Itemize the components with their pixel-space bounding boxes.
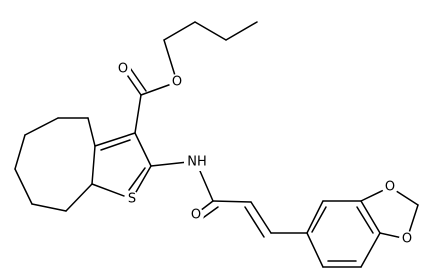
atom-label-dioxole-bottom-oxygen: O — [402, 232, 412, 247]
bond-carbonyl-carbon-c3 — [134, 94, 142, 134]
bond-c6-c7 — [14, 134, 26, 170]
atom-mask-amide-nitrogen — [184, 154, 210, 171]
bond-nitrogen-amide-carbon — [199, 170, 214, 202]
bond-amide-carbon-alkene — [212, 200, 252, 203]
bond-lines — [14, 21, 419, 268]
bond-c3a-c4 — [87, 117, 96, 147]
bond-c9-c8a — [65, 183, 93, 212]
atom-mask-dioxole-bottom-oxygen — [399, 231, 415, 247]
bond-aryl-c6-c1 — [306, 232, 324, 268]
bond-c3a-c8a — [91, 145, 96, 185]
bond-c2-c8a-aromatic-inner — [128, 167, 146, 191]
bond-c7-c8 — [14, 168, 33, 205]
bond-propyl-ch3-ch2 — [225, 21, 258, 41]
atom-mask-carbonyl-ester-oxygen — [115, 61, 131, 77]
bond-aryl-inner-left — [311, 206, 327, 233]
bond-c3-c2 — [134, 132, 152, 167]
atom-mask-dioxole-top-oxygen — [382, 179, 398, 195]
atom-mask-thiophene-sulfur — [124, 191, 140, 207]
atom-mask-amide-carbonyl-oxygen — [188, 207, 204, 223]
bond-aryl-c3-c4 — [360, 200, 381, 234]
bond-alkene-inner — [244, 206, 265, 238]
bond-c3-c3a-double — [94, 132, 136, 147]
atom-label-amide-carbonyl-oxygen: O — [191, 208, 201, 223]
atom-label-dioxole-top-oxygen: O — [385, 180, 395, 195]
bond-c8-c9 — [31, 203, 67, 212]
bond-c2-nitrogen — [150, 161, 189, 167]
atom-label-amide-nitrogen: NH — [187, 155, 207, 170]
bond-c5-c6 — [24, 117, 59, 136]
bond-aryl-c4-c5 — [360, 232, 381, 268]
bond-aryl-c1-c2 — [306, 200, 324, 234]
atom-labels: O O NH S O O O — [115, 61, 415, 247]
bond-c3-c3a-inner — [100, 139, 131, 151]
atom-label-ester-ether-oxygen: O — [172, 75, 182, 90]
bond-ester-carbonyl-double-inner — [127, 64, 147, 92]
bond-propyl-ch2-ch2 — [194, 21, 227, 41]
atom-mask-ester-ether-oxygen — [169, 74, 185, 90]
bond-aryl-inner-right — [356, 206, 374, 234]
bond-alkene-double — [250, 201, 272, 234]
bond-propyl-ch2-och2 — [163, 21, 196, 41]
atom-label-carbonyl-ester-oxygen: O — [118, 62, 128, 77]
atom-label-thiophene-sulfur: S — [128, 192, 136, 207]
